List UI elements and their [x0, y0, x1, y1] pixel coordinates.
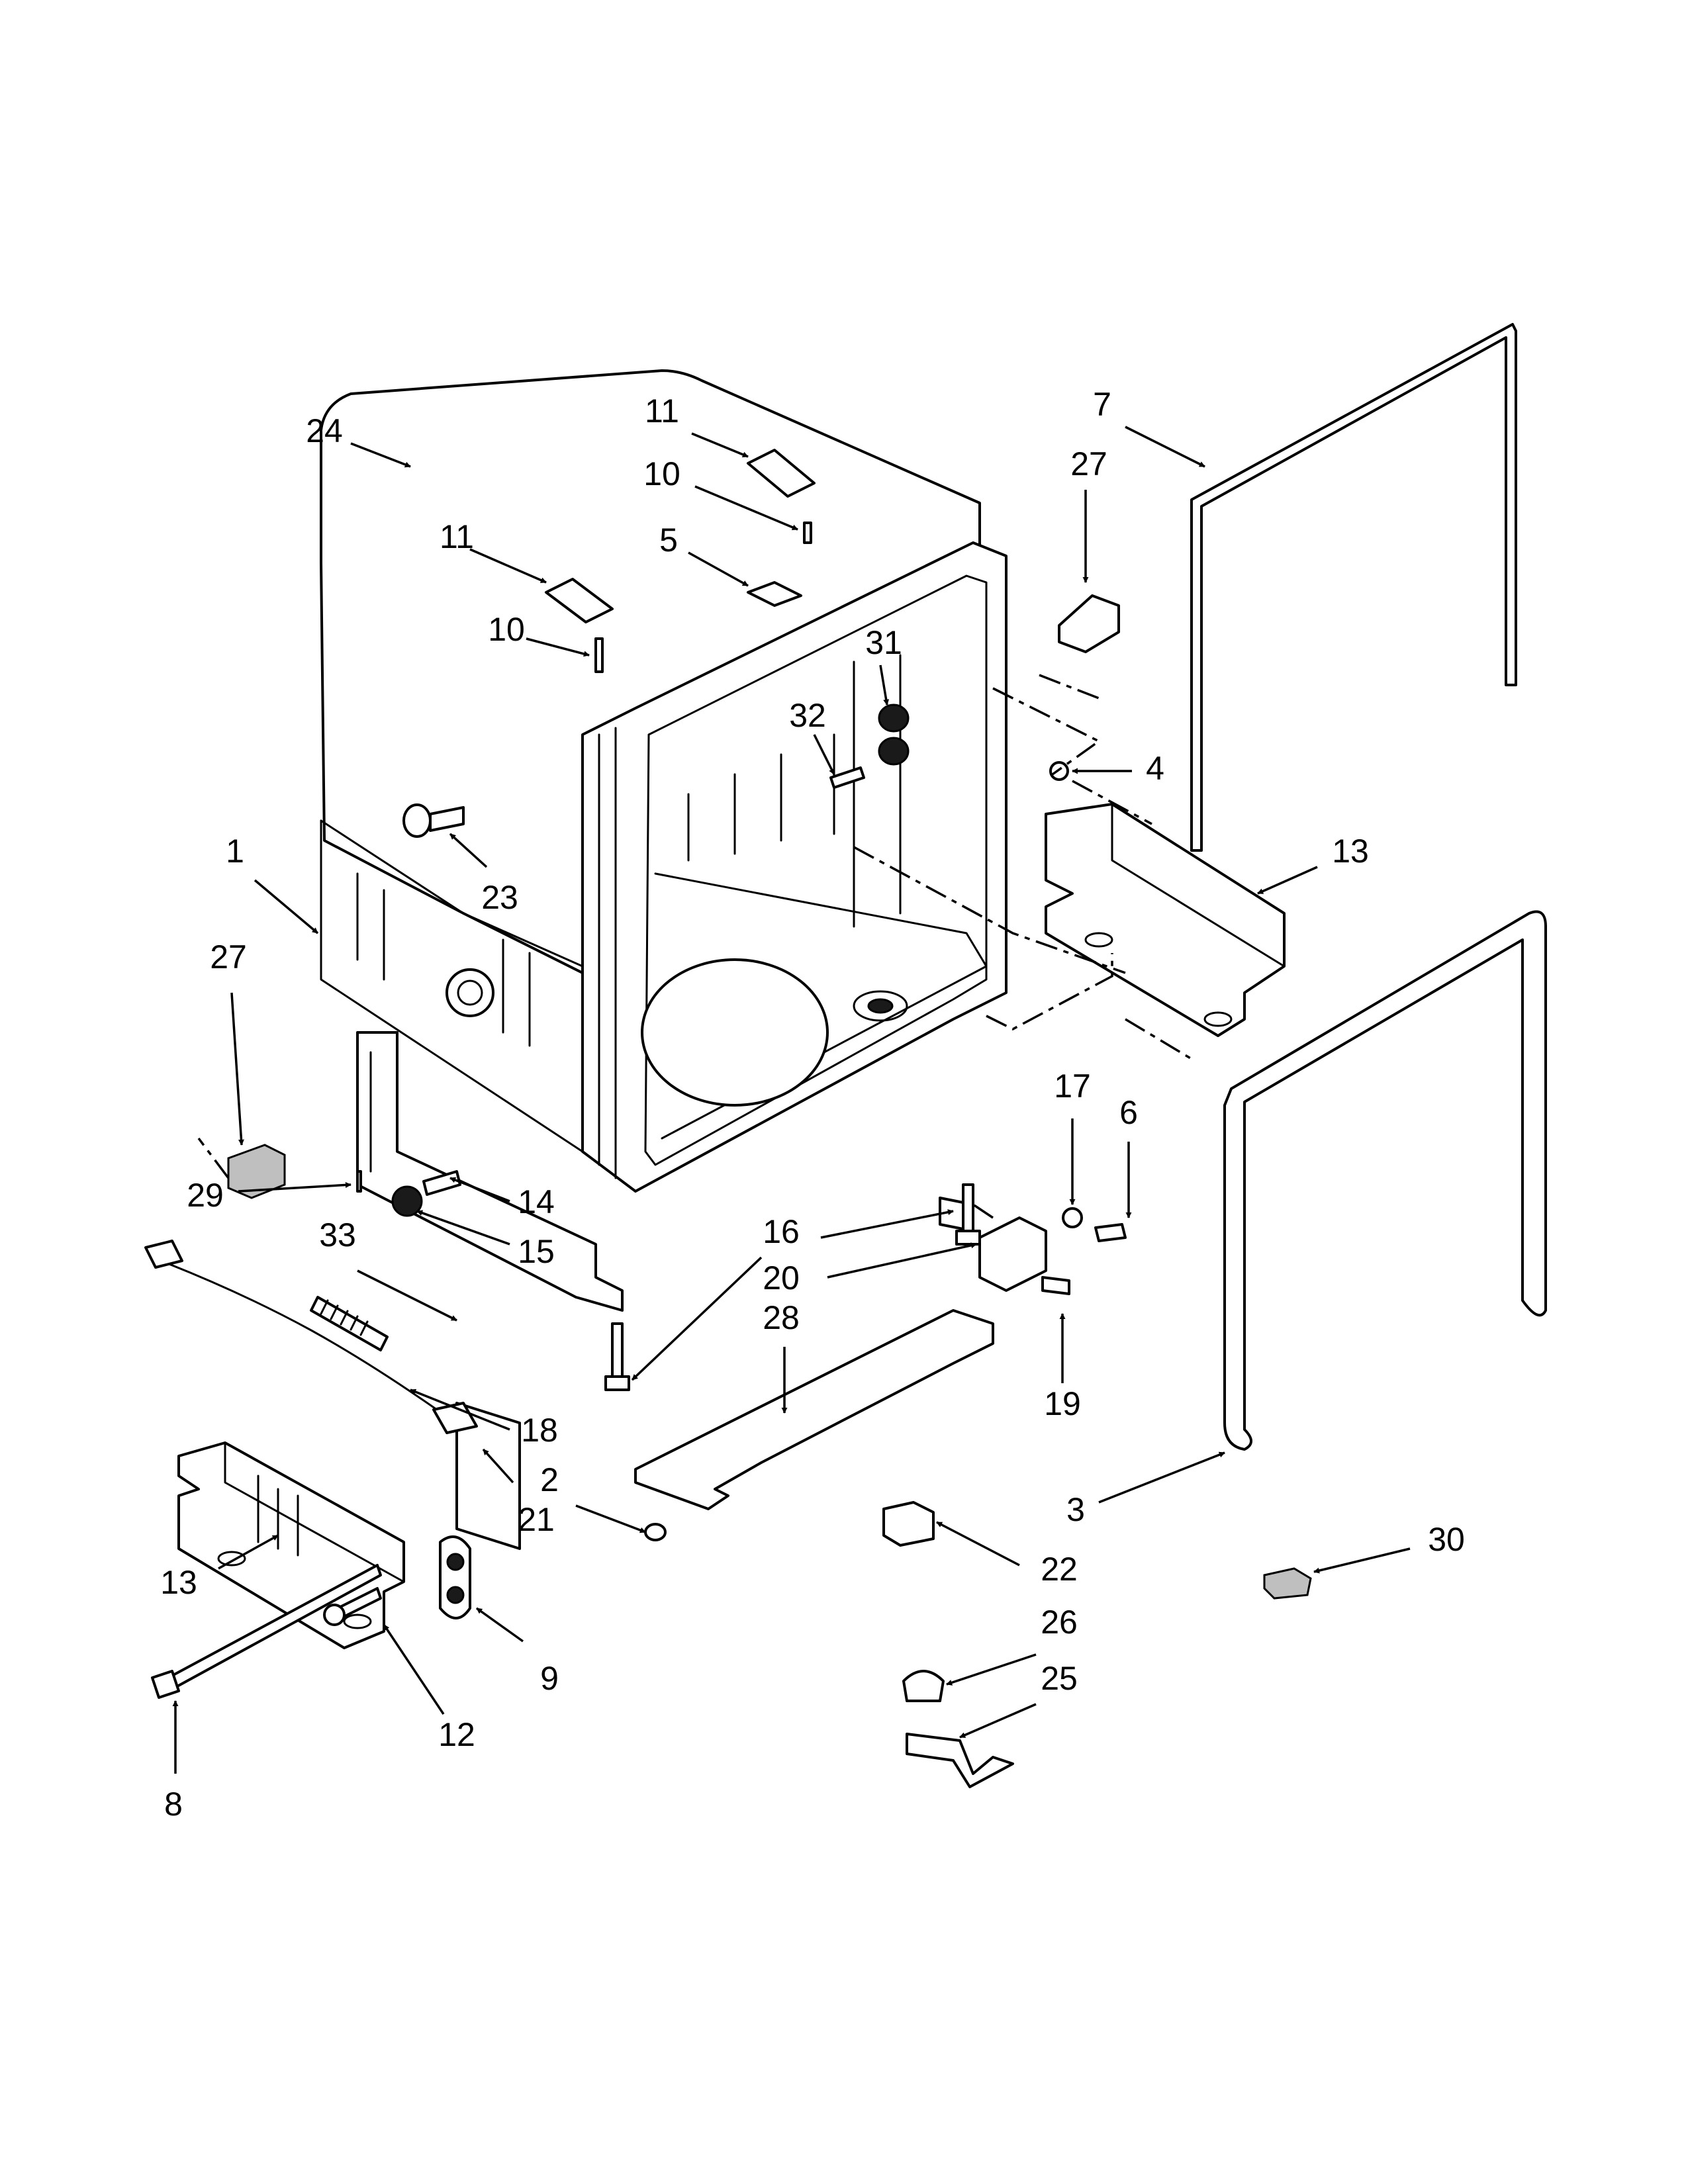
callout-27: 27 — [210, 938, 247, 976]
callout-10: 10 — [643, 455, 680, 492]
callout-14: 14 — [518, 1183, 555, 1220]
callout-26: 26 — [1041, 1604, 1078, 1641]
callout-19: 19 — [1044, 1385, 1081, 1422]
callout-12: 12 — [438, 1716, 475, 1753]
mounting-bracket-left — [177, 1441, 405, 1649]
callout-29: 29 — [187, 1177, 224, 1214]
callout-6: 6 — [1119, 1094, 1138, 1131]
callout-21: 21 — [518, 1501, 555, 1538]
callout-32: 32 — [789, 697, 826, 734]
callout-30: 30 — [1428, 1521, 1465, 1558]
callout-11: 11 — [440, 518, 474, 555]
callout-4: 4 — [1146, 750, 1164, 787]
callout-24: 24 — [306, 412, 343, 449]
callout-8: 8 — [164, 1786, 183, 1823]
callout-1: 1 — [226, 833, 244, 870]
callout-16: 16 — [763, 1213, 800, 1250]
callout-33: 33 — [319, 1216, 356, 1253]
callout-15: 15 — [518, 1233, 555, 1270]
callout-27: 27 — [1070, 445, 1107, 482]
toe-kick-plate — [634, 1309, 994, 1510]
callout-10: 10 — [488, 611, 525, 648]
callout-31: 31 — [865, 624, 902, 661]
callout-20: 20 — [763, 1259, 800, 1297]
callout-9: 9 — [540, 1660, 559, 1697]
callout-28: 28 — [763, 1299, 800, 1336]
callout-5: 5 — [659, 522, 678, 559]
callout-labels: 24 11 10 11 10 5 7 27 31 32 4 13 1 23 27… — [160, 386, 1465, 1823]
callout-13: 13 — [1332, 833, 1369, 870]
callout-3: 3 — [1066, 1491, 1085, 1528]
callout-22: 22 — [1041, 1551, 1078, 1588]
callout-13: 13 — [160, 1564, 197, 1601]
callout-25: 25 — [1041, 1660, 1078, 1697]
tub-gasket-bottom — [1223, 910, 1547, 1451]
tub-assembly — [320, 369, 1008, 1312]
door-gasket-top — [1190, 323, 1517, 852]
label-sheet — [455, 1402, 521, 1550]
callout-2: 2 — [540, 1461, 559, 1498]
callout-18: 18 — [521, 1412, 558, 1449]
mounting-bracket-right — [1045, 803, 1286, 1037]
callout-7: 7 — [1093, 386, 1111, 423]
callout-11: 11 — [645, 392, 679, 430]
callout-23: 23 — [481, 879, 518, 916]
callout-17: 17 — [1054, 1068, 1091, 1105]
